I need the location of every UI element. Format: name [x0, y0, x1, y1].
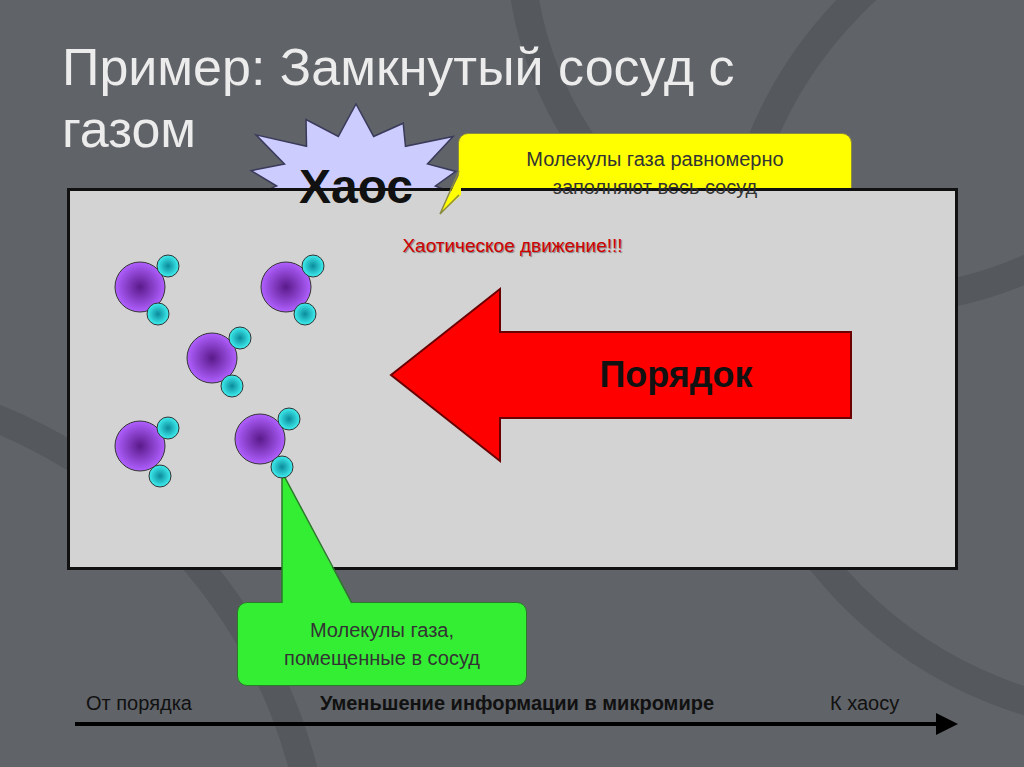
- callout-box: Молекулы газа, помещенные в сосуд: [237, 602, 527, 686]
- node-text: Молекулы газа, помещенные в сосуд: [252, 616, 512, 672]
- axis-end-label: От порядка: [86, 692, 192, 715]
- callout-tail: [440, 171, 461, 214]
- gas-molecule: [235, 408, 300, 478]
- gas-molecule: [115, 255, 179, 325]
- node-text: Порядок: [599, 354, 752, 396]
- node-text: Хаос: [299, 159, 413, 214]
- callout-tail-outline: [282, 472, 352, 603]
- node-text: Молекулы газа равномерно заполняют весь …: [475, 145, 835, 201]
- gas-molecule: [261, 255, 324, 325]
- callout-tail-outline: [440, 171, 459, 214]
- callout-tail: [282, 472, 352, 605]
- node-text: Хаотическое движение!!!: [70, 235, 955, 257]
- gas-molecule: [115, 417, 179, 487]
- axis-arrow: [75, 713, 958, 735]
- arrow-outline: [391, 289, 851, 461]
- slide-title: Пример: Замкнутый сосуд с газом: [62, 36, 842, 161]
- axis-end-label: К хаосу: [830, 692, 899, 715]
- gas-molecule: [187, 327, 251, 397]
- order-arrow: Порядок: [390, 288, 852, 462]
- axis-title: Уменьшение информации в микромире: [320, 692, 714, 715]
